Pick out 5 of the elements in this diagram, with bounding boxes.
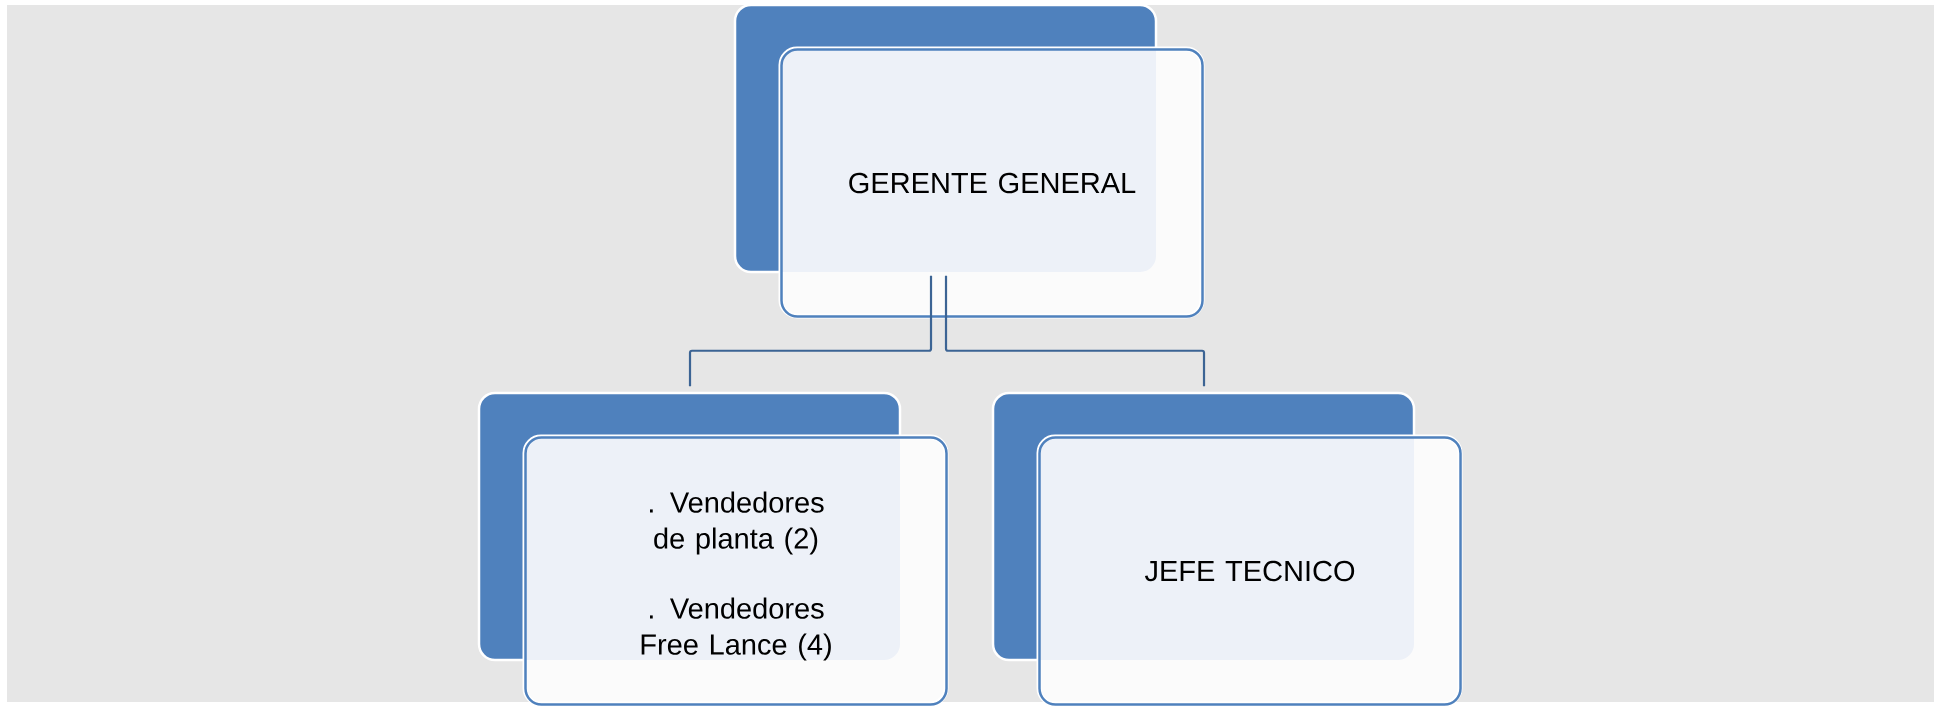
- org-box: JEFE TECNICO: [991, 391, 1463, 707]
- org-box: GERENTE GENERAL: [733, 3, 1205, 319]
- org-box: . Vendedores de planta (2) . Vendedores Free Lance (4): [477, 391, 949, 707]
- connector-line: [944, 275, 1206, 387]
- connector-line: [688, 275, 933, 387]
